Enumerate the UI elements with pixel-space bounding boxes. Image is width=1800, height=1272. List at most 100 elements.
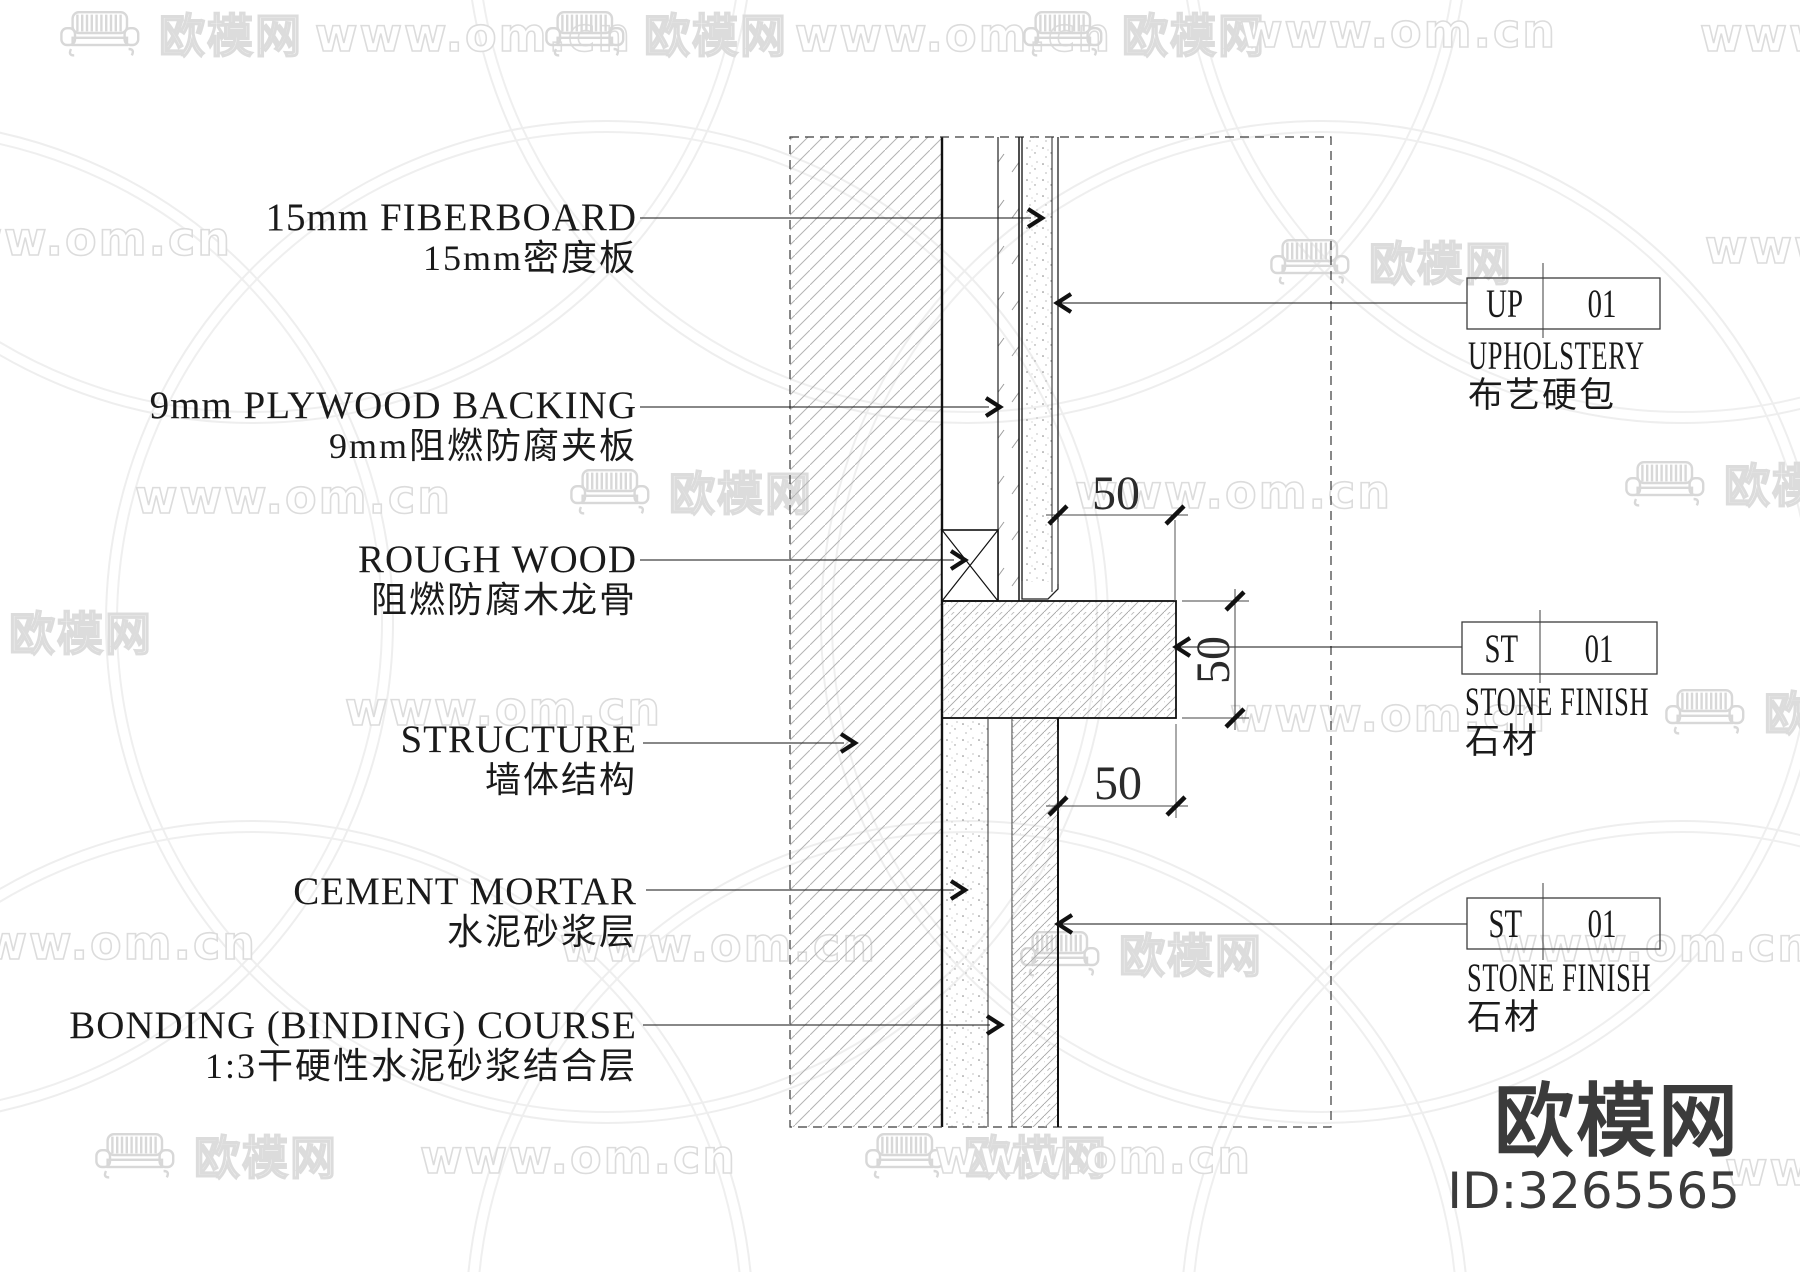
sofa-icon: [545, 11, 625, 57]
watermark-logo: 欧模网: [860, 1122, 1108, 1188]
watermark-url: www.om.cn: [1494, 917, 1800, 973]
callout-cement-mortar-zh: 水泥砂浆层: [446, 912, 637, 952]
watermark-url: www.om.cn: [0, 211, 233, 267]
tag-upholstery-code: UP: [1467, 278, 1543, 329]
callout-cement-mortar-en: CEMENT MORTAR: [293, 870, 637, 913]
callout-bonding-course: BONDING (BINDING) COURSE 1:3干硬性水泥砂浆结合层: [0, 1004, 637, 1087]
callout-rough-wood-zh: 阻燃防腐木龙骨: [370, 580, 637, 620]
tag-stone-low-code-text: ST: [1488, 901, 1522, 946]
watermark-logo-text: 欧模网: [1723, 458, 1800, 514]
tag-stone-mid-number: 01: [1540, 622, 1657, 674]
watermark-url: www.om.cn: [1724, 1141, 1800, 1197]
watermark-logo-text: 欧模网: [1118, 928, 1263, 984]
callout-fiberboard-zh: 15mm密度板: [422, 238, 637, 278]
sofa-icon: [865, 1133, 945, 1179]
watermark-logo-text: 欧模网: [668, 466, 813, 522]
watermark-logo: 欧模网: [1620, 450, 1800, 516]
sofa-icon: [95, 1133, 175, 1179]
watermark-url: www.om.cn: [1239, 3, 1558, 59]
tag-stone-mid-en: STONE FINISH: [1465, 679, 1650, 724]
detail-boundary: [789, 136, 1332, 1128]
watermark-logo: 欧模网: [55, 0, 303, 66]
cement-mortar-layer: [943, 718, 989, 1127]
callout-structure-en: STRUCTURE: [400, 718, 637, 761]
callout-bonding-course-zh: 1:3干硬性水泥砂浆结合层: [204, 1046, 637, 1086]
tag-stone-low-code: ST: [1467, 898, 1543, 949]
watermark-url: www.om.cn: [934, 1129, 1253, 1185]
watermark-logo: 欧模网: [565, 458, 813, 524]
sofa-icon: [1625, 461, 1705, 507]
tag-upholstery-code-text: UP: [1486, 281, 1524, 326]
callout-fiberboard: 15mm FIBERBOARD 15mm密度板: [0, 198, 637, 279]
finish-tag-boxes: [1461, 263, 1661, 960]
dimension-middle-50: [1182, 589, 1249, 730]
dimension-bottom-50: [1046, 724, 1188, 818]
tag-stone-mid-zh: 石材: [1465, 722, 1540, 761]
watermark-url: www.om.cn: [314, 7, 633, 63]
sofa-icon: [60, 11, 140, 57]
callout-cement-mortar: CEMENT MORTAR 水泥砂浆层: [0, 870, 637, 953]
watermark-url: www.om.cn: [419, 1129, 738, 1185]
sofa-icon: [1270, 239, 1350, 285]
stone-finish-layer: [1012, 718, 1059, 1127]
tag-stone-mid-code-text: ST: [1484, 625, 1518, 671]
structure-wall: [790, 137, 944, 1127]
watermark-logo: 欧模网: [1018, 0, 1266, 66]
tag-upholstery-zh: 布艺硬包: [1468, 376, 1617, 415]
leader-lines-right: [1053, 292, 1467, 935]
site-logo: 欧模网: [1494, 1075, 1740, 1168]
watermark-url: www.om.cn: [344, 681, 663, 737]
watermark-logo-text: 欧模网: [643, 8, 788, 64]
watermark-logo-text: 欧模网: [8, 606, 153, 662]
tag-stone-low-zh: 石材: [1467, 998, 1542, 1037]
callout-plywood: 9mm PLYWOOD BACKING 9mm阻燃防腐夹板: [0, 384, 637, 467]
sofa-icon: [1665, 689, 1745, 735]
watermark-url: www.om.cn: [1229, 687, 1548, 743]
dim-text-middle: 50: [1187, 636, 1240, 684]
tag-stone-low-en: STONE FINISH: [1467, 955, 1652, 1000]
callout-rough-wood: ROUGH WOOD 阻燃防腐木龙骨: [0, 538, 637, 621]
dimension-top-50: [1046, 504, 1188, 601]
watermark-logo: 欧模网: [540, 0, 788, 66]
sofa-icon: [1023, 11, 1103, 57]
tag-stone-low-number-text: 01: [1587, 901, 1616, 946]
rough-wood-blocking: [941, 529, 999, 602]
stone-ledge: [941, 600, 1177, 719]
watermark-logo-text: 欧模网: [963, 1130, 1108, 1186]
watermark-logo-text: 欧模网: [1368, 236, 1513, 292]
dim-text-top: 50: [1092, 467, 1140, 520]
watermark-logo: 欧模网: [1265, 228, 1513, 294]
watermark-logo: 欧模网: [0, 598, 153, 664]
callout-rough-wood-en: ROUGH WOOD: [357, 538, 637, 581]
fiberboard-layer: [1021, 137, 1053, 592]
callout-structure-zh: 墙体结构: [484, 760, 637, 800]
watermark-url: www.om.cn: [0, 915, 258, 971]
dim-text-bottom: 50: [1094, 757, 1142, 810]
tag-stone-low-number: 01: [1543, 898, 1660, 949]
tag-upholstery-number: 01: [1543, 278, 1660, 329]
plywood-layer: [997, 137, 1020, 601]
sofa-icon: [570, 469, 650, 515]
tag-stone-mid-number-text: 01: [1584, 625, 1613, 671]
callout-plywood-zh: 9mm阻燃防腐夹板: [328, 426, 637, 466]
tag-stone-mid-code: ST: [1462, 622, 1540, 674]
watermark-url: www.om.cn: [1699, 7, 1800, 63]
callout-structure: STRUCTURE 墙体结构: [0, 718, 637, 801]
upholstery-panel: [1021, 137, 1059, 600]
leader-lines-left: [640, 207, 1046, 1036]
watermark-logo-text: 欧模网: [193, 1130, 338, 1186]
callout-plywood-en: 9mm PLYWOOD BACKING: [149, 384, 637, 427]
watermark-logo-text: 欧模网: [158, 8, 303, 64]
watermark-logo-text: 欧模网: [1763, 686, 1800, 742]
watermark-logo: 欧模网: [1660, 678, 1800, 744]
watermark-logo: 欧模网: [90, 1122, 338, 1188]
watermark-url: www.om.cn: [794, 7, 1113, 63]
callout-bonding-course-en: BONDING (BINDING) COURSE: [69, 1004, 637, 1047]
tag-upholstery-en: UPHOLSTERY: [1468, 333, 1645, 378]
watermark-url: www.om.cn: [1704, 219, 1800, 275]
model-id: ID:3265565: [1447, 1162, 1740, 1220]
watermark-url: www.om.cn: [134, 469, 453, 525]
watermark-url: www.om.cn: [1074, 464, 1393, 520]
